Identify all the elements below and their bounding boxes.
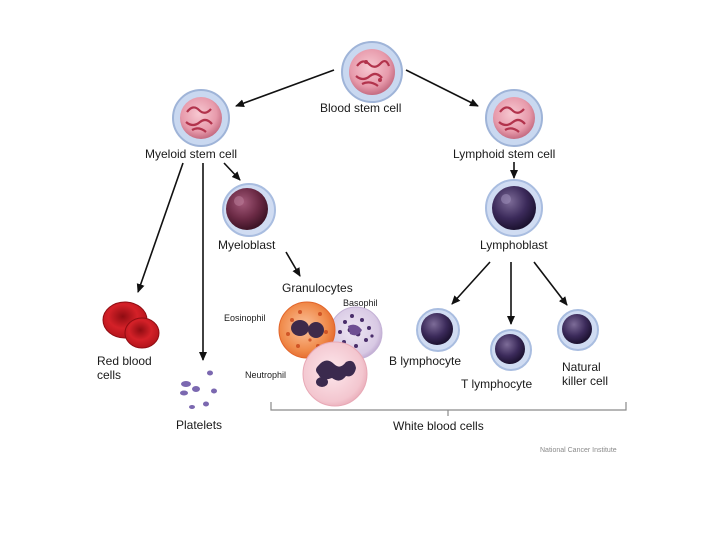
lineage-arrows [136,69,568,361]
blood-stem-cell-icon [341,41,403,103]
lymphoblast-icon [485,179,543,237]
label-basophil: Basophil [343,298,378,308]
platelets-icon [180,370,217,409]
arrow-to-red-blood-cells [136,162,184,293]
lymphoid-stem-cell-icon [485,89,543,147]
label-myeloid-stem-cell: Myeloid stem cell [145,147,238,161]
red-blood-cells-icon [102,301,160,349]
myeloid-stem-cell-icon [172,89,230,147]
label-lymphoid-stem-cell: Lymphoid stem cell [453,147,556,161]
arrow-to-myeloblast [223,162,241,181]
label-t-lymphocyte: T lymphocyte [461,377,533,391]
label-natural-killer-cell: Natural killer cell [562,360,609,388]
label-b-lymphocyte: B lymphocyte [389,354,462,368]
credit-text: National Cancer Institute [540,447,617,454]
label-white-blood-cells: White blood cells [393,419,484,433]
arrow-to-granulocytes [285,251,301,277]
arrow-to-b-lymphocyte [451,261,491,305]
label-red-blood-cells: Red blood cells [97,354,152,382]
myeloblast-icon [222,183,276,237]
white-blood-cells-bracket [270,402,627,416]
eosinophil-icon [278,301,336,359]
label-granulocytes: Granulocytes [282,281,353,295]
t-lymphocyte-icon [490,329,532,371]
arrow-to-natural-killer-cell [533,261,568,306]
label-blood-stem-cell: Blood stem cell [320,101,402,115]
label-myeloblast: Myeloblast [218,238,276,252]
neutrophil-icon [302,341,368,407]
label-lymphoblast: Lymphoblast [480,238,548,252]
arrow-to-lymphoid [405,69,479,107]
label-platelets: Platelets [176,418,223,432]
label-neutrophil: Neutrophil [245,370,287,380]
arrow-to-myeloid [235,69,335,107]
b-lymphocyte-icon [416,308,460,352]
natural-killer-cell-icon [557,309,599,351]
label-eosinophil: Eosinophil [224,313,266,323]
